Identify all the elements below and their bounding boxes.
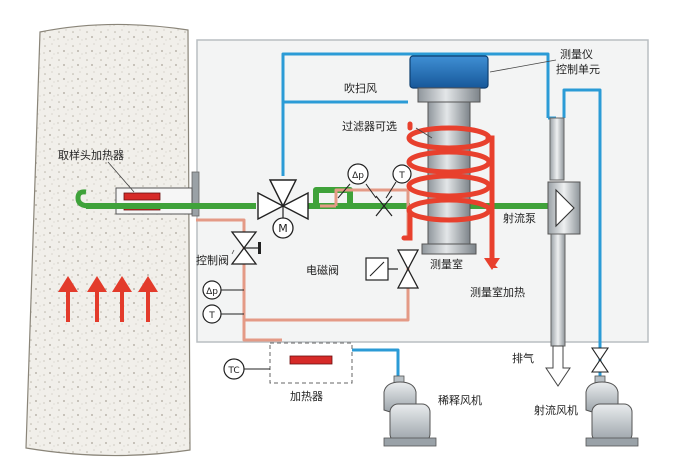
probe-heater-leader: [107, 161, 135, 193]
sampling-probe: [75, 187, 193, 215]
meter-control-label-2: 控制单元: [556, 62, 600, 76]
probe-heater-label: 取样头加热器: [58, 148, 124, 162]
dp-sensor-bottom: Δp: [202, 280, 244, 300]
control-valve-label: 控制阀: [196, 253, 229, 267]
solenoid-valve-label: 电磁阀: [306, 263, 339, 277]
stack-duct: [25, 23, 191, 457]
dilution-fan[interactable]: [383, 375, 437, 447]
measuring-chamber-label: 测量室: [430, 257, 463, 271]
temperature-sensor-bottom: T: [202, 304, 244, 324]
valve-motor: [272, 217, 294, 239]
meter-control-label-1: 测量仪: [560, 48, 593, 61]
exhaust-arrow: [545, 345, 571, 387]
dilution-heater: TC: [223, 342, 353, 384]
dilution-fan-label: 稀释风机: [438, 393, 482, 407]
temperature-sensor-top: T: [385, 164, 412, 199]
ejector-fan[interactable]: [585, 347, 639, 447]
svg-text:T: T: [398, 171, 405, 181]
chamber-heating-coil: [401, 121, 495, 265]
svg-text:Δp: Δp: [352, 171, 364, 181]
svg-text:Δp: Δp: [206, 287, 218, 297]
heater-label: 加热器: [290, 390, 323, 403]
exhaust-label: 排气: [512, 351, 534, 365]
svg-text:T: T: [208, 311, 215, 321]
ejector-pump: [547, 117, 581, 347]
motor-symbol: M: [278, 222, 288, 235]
filter-optional-label: 过滤器可选: [342, 120, 397, 133]
meter-control-unit: [409, 55, 489, 89]
dp-sensor-top: Δp: [337, 163, 377, 199]
orifice: [375, 195, 393, 217]
three-way-valve[interactable]: M: [257, 179, 309, 239]
ejector-pump-label: 射流泵: [503, 211, 536, 225]
solenoid-valve[interactable]: [365, 249, 420, 289]
leader-lines: [231, 59, 557, 255]
purge-air-label: 吹扫风: [344, 82, 377, 95]
purge-air-line: [281, 52, 602, 376]
mounting-flange: [191, 171, 200, 217]
chamber-heating-label: 测量室加热: [470, 285, 525, 299]
flue-gas-flow-arrows: [58, 276, 158, 322]
ejector-fan-label: 射流风机: [534, 403, 578, 417]
control-valve[interactable]: [230, 231, 261, 265]
probe-heater-element: [123, 192, 161, 201]
svg-text:TC: TC: [227, 366, 239, 376]
ejector-fan-valve: [590, 347, 610, 373]
